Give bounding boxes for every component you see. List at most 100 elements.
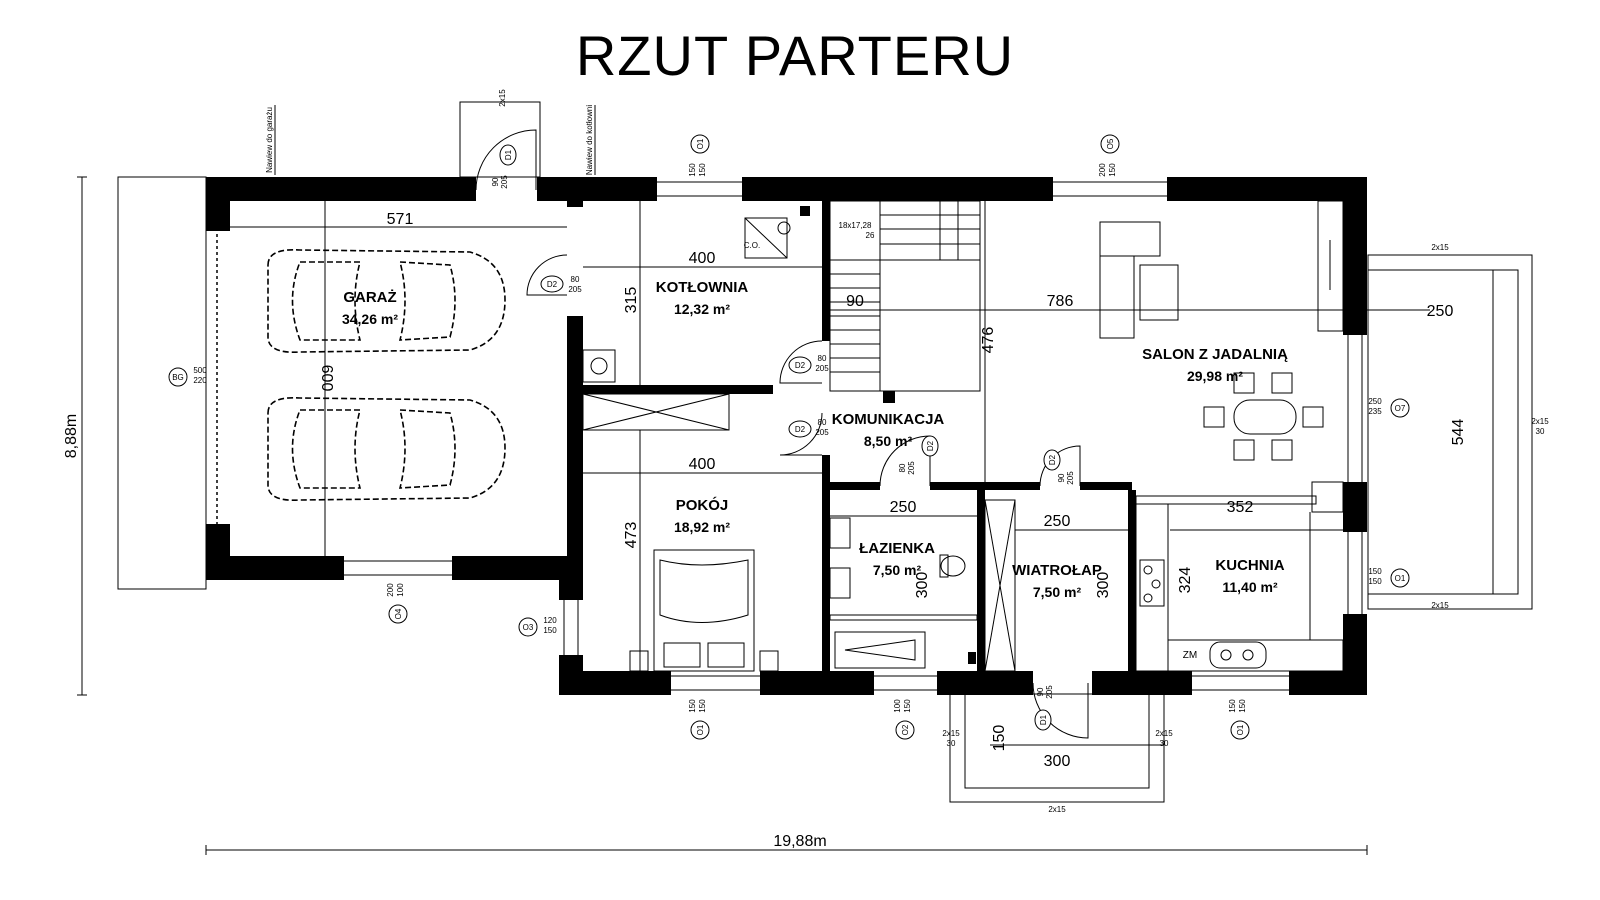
svg-text:200: 200 — [1098, 163, 1107, 177]
garage-driveway — [117, 176, 207, 590]
wall-top-right — [1167, 177, 1367, 201]
svg-text:205: 205 — [815, 428, 829, 437]
tag-bg: BG 500 220 — [168, 366, 207, 387]
svg-text:O7: O7 — [1395, 404, 1406, 413]
room-name-wiatrolap: WIATROŁAP — [1012, 562, 1102, 579]
svg-text:O1: O1 — [1395, 574, 1406, 583]
svg-text:150: 150 — [688, 699, 697, 713]
tag-o1-right: O1 150 150 — [1368, 567, 1410, 588]
car-icon — [267, 248, 506, 354]
room-area-pokoj: 18,92 m² — [674, 519, 730, 535]
windows — [344, 181, 1363, 691]
washbasin-icon — [829, 517, 851, 549]
wall-top-mid — [742, 177, 1053, 201]
note-step-porch-left-b: 30 — [947, 739, 956, 748]
washbasin-icon — [829, 567, 851, 599]
car-icon — [267, 396, 506, 502]
svg-text:90: 90 — [1036, 687, 1045, 696]
wall-pokoj-left-a — [559, 580, 583, 600]
tag-d1-bottom: D1 90 205 — [1034, 685, 1054, 731]
wall-wia-top — [1080, 482, 1132, 490]
note-step-porch-right-b: 30 — [1160, 739, 1169, 748]
dining-table-icon — [1203, 372, 1324, 461]
note-zm: ZM — [1183, 650, 1197, 661]
dim-wiatrolap-depth: 300 — [1095, 572, 1112, 599]
wall-laz-top-b — [930, 482, 1040, 490]
wardrobe-icon — [582, 393, 730, 431]
room-name-lazienka: ŁAZIENKA — [859, 540, 935, 557]
dim-terrace-length: 544 — [1450, 419, 1467, 446]
dim-pokoj-width: 400 — [689, 456, 716, 473]
room-name-pokoj: POKÓJ — [676, 496, 729, 514]
svg-text:150: 150 — [698, 163, 707, 177]
note-step-terrace-right: 2x15 — [1531, 417, 1549, 426]
svg-text:O3: O3 — [523, 623, 534, 632]
dim-porch-width: 300 — [1044, 753, 1071, 770]
note-boiler-vent: Nawiew do kotłowni — [585, 105, 594, 175]
tag-d2-kotlownia: D2 80 205 — [788, 354, 829, 374]
plan-title: RZUT PARTERU — [576, 24, 1014, 87]
bed-icon — [653, 549, 755, 672]
svg-text:80: 80 — [571, 275, 580, 284]
wall-bottom-b — [760, 671, 874, 695]
tag-o1-pokoj: O1 150 150 — [688, 699, 710, 740]
note-step-top: 2x15 — [498, 89, 507, 107]
svg-text:D2: D2 — [547, 280, 558, 289]
tv-cabinet-icon — [1317, 200, 1344, 332]
terrace-step — [1367, 269, 1519, 595]
staircase — [829, 200, 981, 392]
dim-stair: 90 — [846, 293, 864, 310]
wall-right-b — [1343, 482, 1367, 532]
bathtub-icon — [834, 631, 926, 669]
wall-left-top — [206, 177, 230, 231]
tag-o2: O2 100 150 — [893, 699, 915, 740]
note-step-porch-left: 2x15 — [942, 729, 960, 738]
tag-d2-lazienka: D2 80 205 — [898, 435, 939, 475]
wall-wia-kuch — [1128, 490, 1136, 671]
kitchen-sink-icon — [1209, 641, 1267, 669]
dim-salon-depth: 476 — [980, 327, 997, 354]
wall-kom-laz — [822, 455, 830, 671]
tag-o5: O5 200 150 — [1098, 134, 1120, 177]
svg-text:150: 150 — [698, 699, 707, 713]
wall-garage-bottom-a — [206, 556, 344, 580]
wall-garage-house-b — [567, 316, 583, 580]
dim-kuchnia-width: 352 — [1227, 499, 1254, 516]
dim-lazienka-width: 250 — [890, 499, 917, 516]
entry-wardrobe-icon — [984, 499, 1016, 672]
room-area-wiatrolap: 7,50 m² — [1033, 584, 1082, 600]
room-area-salon: 29,98 m² — [1187, 368, 1243, 384]
note-co: C.O. — [744, 241, 760, 250]
dim-kuchnia-depth: 324 — [1177, 567, 1194, 594]
svg-text:205: 205 — [907, 461, 916, 475]
tag-o1-kuchnia: O1 150 150 — [1228, 699, 1250, 740]
dim-total-width: 19,88m — [773, 833, 826, 850]
svg-text:D1: D1 — [504, 149, 513, 160]
wall-bottom-d — [1092, 671, 1192, 695]
svg-text:205: 205 — [500, 175, 509, 189]
wall-top-garage-left — [206, 177, 476, 201]
note-step-terrace-right-b: 30 — [1536, 427, 1545, 436]
svg-text:D2: D2 — [926, 440, 935, 451]
dim-stair-steps: 18x17,28 — [839, 221, 872, 230]
wall-kot-pokoj — [583, 385, 773, 394]
wall-garage-bottom-b — [452, 556, 580, 580]
svg-text:250: 250 — [1368, 397, 1382, 406]
tag-d1-top: D1 90 205 — [491, 144, 517, 189]
note-step-porch-right: 2x15 — [1155, 729, 1173, 738]
room-name-garaz: GARAŻ — [343, 289, 396, 306]
svg-text:150: 150 — [1368, 577, 1382, 586]
dim-wiatrolap-width: 250 — [1044, 513, 1071, 530]
svg-text:D2: D2 — [795, 361, 806, 370]
kitchen-counter-bottom — [1167, 639, 1344, 672]
svg-text:D1: D1 — [1039, 714, 1048, 725]
note-step-terrace-bottom: 2x15 — [1431, 601, 1449, 610]
fridge-icon — [1311, 481, 1344, 513]
room-area-kuchnia: 11,40 m² — [1222, 579, 1278, 595]
room-name-kuchnia: KUCHNIA — [1215, 557, 1284, 574]
svg-text:150: 150 — [903, 699, 912, 713]
tag-d2-garage: D2 80 205 — [540, 275, 582, 294]
svg-text:80: 80 — [818, 354, 827, 363]
column-laz — [968, 652, 976, 664]
